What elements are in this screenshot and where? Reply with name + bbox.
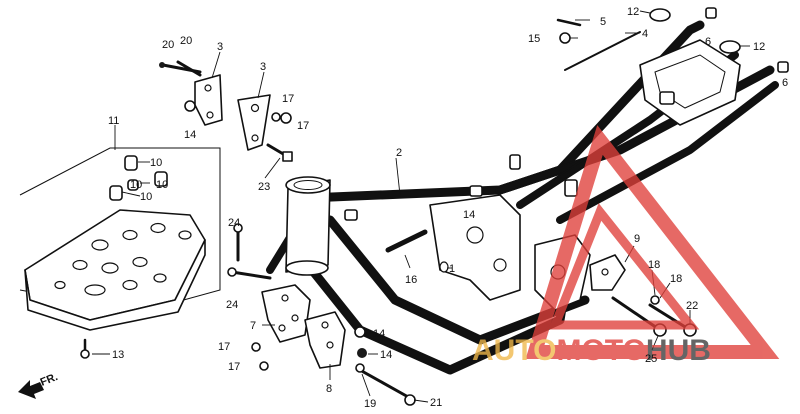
callout-2: 2 (396, 147, 402, 159)
callout-11: 11 (108, 115, 119, 127)
callout-16: 16 (405, 274, 417, 286)
callout-18: 18 (670, 273, 682, 285)
callout-3: 3 (260, 61, 266, 73)
callout-17: 17 (282, 93, 294, 105)
callout-24: 24 (228, 217, 240, 229)
callout-19: 19 (364, 398, 376, 410)
callout-6: 6 (782, 77, 788, 89)
watermark-word-moto: MOTO (556, 334, 645, 367)
callout-5: 5 (600, 16, 606, 28)
callout-10: 10 (140, 191, 152, 203)
callout-9: 9 (634, 233, 640, 245)
callout-14: 14 (373, 328, 385, 340)
callout-20: 20 (162, 39, 174, 51)
callout-24: 24 (226, 299, 238, 311)
callout-1: 1 (449, 263, 455, 275)
callout-21: 21 (430, 397, 442, 409)
watermark-triangle (525, 125, 780, 359)
callout-14: 14 (463, 209, 475, 221)
arrow-left-icon (18, 380, 44, 399)
callout-20: 20 (180, 35, 192, 47)
callout-10: 10 (130, 179, 142, 191)
engine-brackets (194, 74, 626, 369)
watermark: AUTOMOTOHUB (472, 125, 780, 367)
callout-12: 12 (753, 41, 765, 53)
skid-plate (19, 147, 221, 331)
callout-22: 22 (686, 300, 698, 312)
callout-12: 12 (627, 6, 639, 18)
watermark-word-auto: AUTO (472, 334, 556, 367)
direction-label: FR. (39, 371, 60, 389)
callout-18: 18 (648, 259, 660, 271)
callout-10: 10 (150, 157, 162, 169)
front-direction: FR. (18, 371, 60, 399)
watermark-word-hub: HUB (646, 334, 711, 367)
svg-text:AUTOMOTOHUB: AUTOMOTOHUB (472, 334, 711, 367)
callout-17: 17 (297, 120, 309, 132)
callout-6: 6 (705, 36, 711, 48)
callout-14: 14 (380, 349, 392, 361)
callout-4: 4 (642, 28, 648, 40)
callout-7: 7 (250, 320, 256, 332)
watermark-triangle-inner (548, 203, 700, 330)
callout-13: 13 (112, 349, 124, 361)
callout-3: 3 (217, 41, 223, 53)
callout-23: 23 (258, 181, 270, 193)
callout-14: 14 (184, 129, 196, 141)
callout-10: 10 (156, 179, 168, 191)
callout-15: 15 (528, 33, 540, 45)
frame (266, 20, 779, 375)
callout-17: 17 (218, 341, 230, 353)
callout-25: 25 (645, 353, 657, 365)
callout-17: 17 (228, 361, 240, 373)
callout-8: 8 (326, 383, 332, 395)
callouts: 1 2 3 3 4 5 6 6 7 8 9 10 10 10 10 11 12 … (108, 6, 788, 410)
